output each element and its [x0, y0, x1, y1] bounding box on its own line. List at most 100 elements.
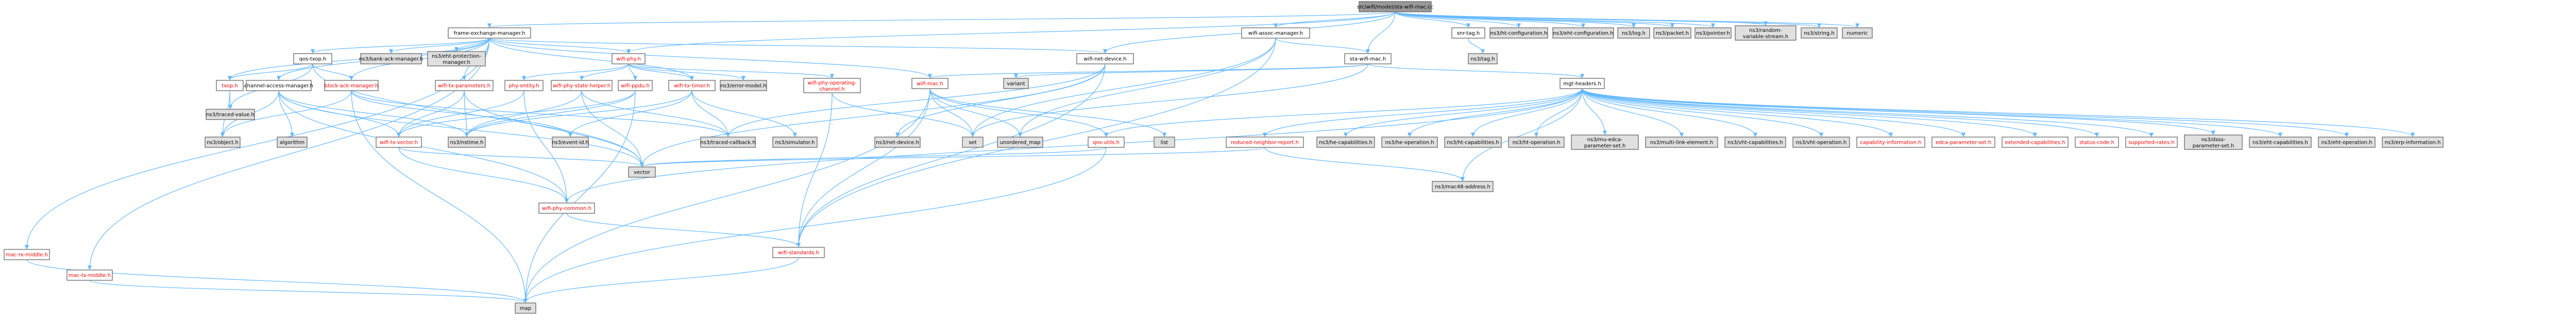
graph-node: ns3/traced-value.h: [206, 109, 255, 120]
graph-node[interactable]: wifi-tx-parameters.h: [435, 80, 494, 91]
node-label: ns3/string.h: [1804, 31, 1835, 37]
graph-node[interactable]: channel-access-manager.h: [244, 80, 313, 91]
node-box: [376, 137, 422, 148]
graph-node[interactable]: qos-utils.h: [1088, 137, 1125, 148]
graph-node[interactable]: wifi-ppdu.h: [618, 80, 653, 91]
dependency-edge: [489, 38, 631, 54]
dependency-edge: [523, 257, 799, 303]
dependency-edge: [639, 63, 1106, 167]
node-box: [1571, 134, 1639, 150]
graph-node[interactable]: wifi-tx-timer.h: [668, 80, 716, 91]
node-box: [1931, 137, 1995, 148]
graph-node[interactable]: sta-wifi-mac.h: [1344, 53, 1392, 64]
graph-node: ns3/vht-capabilities.h: [1724, 137, 1786, 148]
dependency-edge: [398, 147, 569, 203]
node-box: [1724, 137, 1786, 148]
dependency-edge: [464, 90, 692, 137]
node-box: [1508, 137, 1565, 148]
node-box: [1842, 27, 1873, 39]
node-box: [2249, 137, 2312, 148]
node-label: variant: [1007, 81, 1025, 87]
node-box: [1617, 27, 1650, 39]
node-box: [1801, 27, 1838, 39]
graph-node[interactable]: wifi-standards.h: [772, 247, 825, 258]
node-box: [874, 137, 921, 148]
graph-node: ns3/packet.h: [1653, 27, 1691, 39]
node-label: wifi-phy-state-helper.h: [553, 83, 611, 89]
node-label: ns3/pointer.h: [1696, 31, 1730, 37]
graph-node[interactable]: wifi-phy-operating-channel.h: [803, 78, 861, 93]
dependency-edge: [523, 147, 1107, 303]
node-label: wifi-net-device.h: [1083, 57, 1126, 62]
dependency-edge: [521, 63, 629, 80]
graph-node[interactable]: snr-tag.h: [1451, 27, 1485, 39]
graph-node[interactable]: wifi-mac.h: [911, 78, 948, 89]
graph-node[interactable]: txop.h: [216, 80, 244, 91]
node-label: ns3/eht-protection-: [432, 54, 481, 59]
graph-node[interactable]: mac-rx-middle.h: [4, 249, 50, 260]
node-label: wifi-mac.h: [917, 81, 943, 87]
graph-node: ns3/eht-capabilities.h: [2249, 137, 2312, 148]
graph-node[interactable]: frame-exchange-manager.h: [448, 27, 531, 39]
node-label: ns3/mu-edca-: [1587, 137, 1623, 143]
graph-node[interactable]: mgt-headers.h: [1560, 78, 1605, 89]
node-label: wifi-assoc-manager.h: [1248, 31, 1303, 37]
node-label: wifi-ppdu.h: [621, 83, 650, 89]
graph-node: ns3/log.h: [1617, 27, 1650, 39]
node-box: [1792, 137, 1850, 148]
node-label: txop.h: [222, 83, 238, 89]
dependency-edge: [1582, 88, 2415, 137]
node-box: [551, 80, 613, 91]
dependency-edge: [1582, 88, 1684, 137]
graph-node[interactable]: wifi-phy-state-helper.h: [551, 80, 613, 91]
dependency-edge: [1343, 88, 1583, 137]
node-label: supported-rates.h: [2128, 140, 2175, 146]
dependency-edge: [928, 63, 1368, 78]
graph-node[interactable]: wifi-tx-vector.h: [376, 137, 422, 148]
dependency-edge: [1367, 63, 1584, 78]
graph-node[interactable]: block-ack-manager.h: [324, 80, 379, 91]
dependency-edge: [1582, 88, 2349, 137]
dependency-edge: [523, 90, 636, 303]
graph-node[interactable]: wifi-phy.h: [612, 53, 646, 64]
graph-node[interactable]: reduced-neighbor-report.h: [1226, 137, 1304, 148]
node-label: manager.h: [443, 60, 470, 65]
dependency-edge: [970, 63, 1368, 137]
node-label: ns3/erp-information.h: [2385, 140, 2441, 146]
graph-node[interactable]: edca-parameter-set.h: [1931, 137, 1995, 148]
graph-node: ns3/eht-configuration.h: [1552, 27, 1614, 39]
node-label: list: [1161, 140, 1168, 146]
graph-node[interactable]: supported-rates.h: [2125, 137, 2178, 148]
dependency-edge: [1275, 38, 1370, 54]
node-label: src/wifi/model/sta-wifi-mac.cc: [1357, 5, 1433, 10]
node-label: phy-entity.h: [509, 83, 539, 89]
node-box: [515, 302, 536, 314]
node-label: mac-tx-middle.h: [69, 273, 111, 279]
node-box: [324, 80, 379, 91]
graph-node: ns3/mac48-address.h: [1432, 181, 1494, 192]
graph-node: list: [1154, 137, 1175, 148]
node-box: [552, 137, 589, 148]
node-box: [1653, 27, 1691, 39]
node-label: ns3/mac48-address.h: [1435, 184, 1490, 190]
node-box: [360, 53, 422, 64]
dependency-edge: [278, 90, 569, 203]
graph-node[interactable]: status-code.h: [2075, 137, 2119, 148]
dependency-edge: [929, 88, 1167, 137]
graph-node: ns3/net-device.h: [874, 137, 921, 148]
graph-node[interactable]: mac-tx-middle.h: [66, 269, 113, 281]
graph-node[interactable]: capability-information.h: [1856, 137, 1925, 148]
graph-node[interactable]: wifi-assoc-manager.h: [1241, 27, 1310, 39]
graph-node[interactable]: phy-entity.h: [504, 80, 544, 91]
node-label: ns3/eht-operation.h: [2321, 140, 2372, 146]
graph-node[interactable]: wifi-net-device.h: [1076, 53, 1134, 64]
node-box: [246, 80, 312, 91]
graph-node[interactable]: wifi-phy-common.h: [538, 202, 595, 214]
node-label: sta-wifi-mac.h: [1350, 57, 1386, 62]
dependency-edge: [523, 90, 569, 203]
node-label: ns3/ht-configuration.h: [1490, 31, 1548, 37]
graph-node[interactable]: extended-capabilities.h: [2002, 137, 2069, 148]
dependency-edge: [227, 38, 490, 80]
graph-node[interactable]: qos-txop.h: [293, 53, 332, 64]
node-label: ns3/tag.h: [1470, 57, 1495, 62]
